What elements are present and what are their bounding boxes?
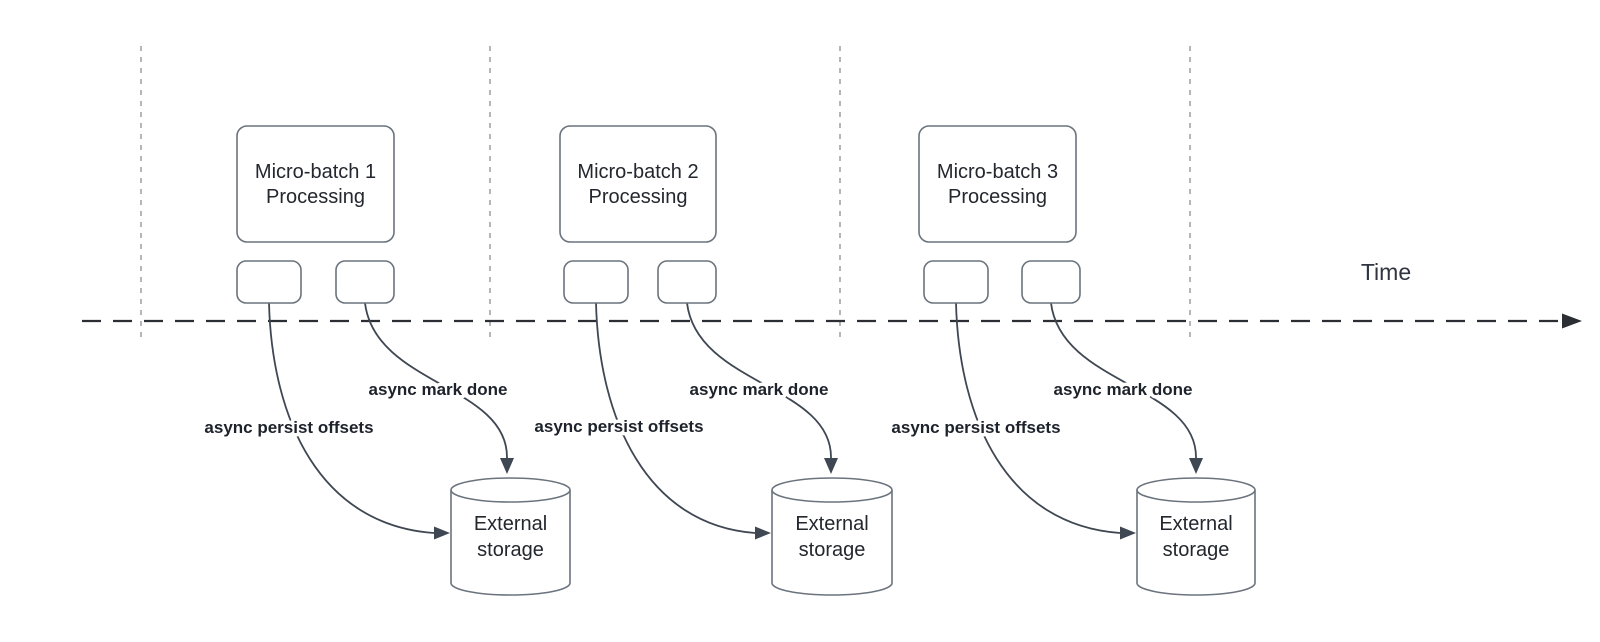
external-storage-cylinder-body xyxy=(450,490,571,596)
micro-batch-box-label-line2: Processing xyxy=(589,186,688,208)
time-axis-arrowhead-icon xyxy=(1562,313,1582,329)
mark-done-edge-label: async mark done xyxy=(369,380,508,399)
micro-batch-group-1: Micro-batch 1 Processing External storag… xyxy=(201,125,571,596)
micro-batch-box-label-line2: Processing xyxy=(948,186,1047,208)
mark-done-connector xyxy=(364,302,508,459)
external-storage-label-line1: External xyxy=(474,513,547,535)
arrowhead-icon xyxy=(1120,526,1136,540)
micro-batch-group-2: Micro-batch 2 Processing External storag… xyxy=(531,125,893,596)
arrowhead-icon xyxy=(500,458,514,474)
persist-offsets-edge-label: async persist offsets xyxy=(891,418,1060,437)
external-storage-label-line1: External xyxy=(795,513,868,535)
commit-task-box xyxy=(1021,260,1081,304)
persist-offsets-connector xyxy=(268,302,435,534)
micro-batch-box-label-line1: Micro-batch 2 xyxy=(577,161,698,183)
micro-batch-box xyxy=(236,125,395,243)
micro-batch-box-label-line1: Micro-batch 3 xyxy=(937,161,1058,183)
offset-task-box xyxy=(236,260,302,304)
external-storage-cylinder-body xyxy=(771,490,893,596)
persist-offsets-connector xyxy=(595,302,756,534)
mark-done-connector xyxy=(1050,302,1197,459)
external-storage-label-line1: External xyxy=(1159,513,1232,535)
commit-task-box xyxy=(335,260,395,304)
external-storage-cylinder-body xyxy=(1136,490,1256,596)
external-storage-label-line2: storage xyxy=(799,539,866,561)
offset-task-box xyxy=(923,260,989,304)
persist-offsets-edge-label: async persist offsets xyxy=(204,418,373,437)
external-storage-cylinder-top xyxy=(771,477,893,503)
arrowhead-icon xyxy=(1189,458,1203,474)
micro-batch-box-label-line2: Processing xyxy=(266,186,365,208)
mark-done-connector xyxy=(686,302,832,459)
micro-batch-box xyxy=(918,125,1077,243)
external-storage-label-line2: storage xyxy=(1163,539,1230,561)
external-storage-cylinder-top xyxy=(1136,477,1256,503)
persist-offsets-connector xyxy=(955,302,1121,534)
commit-task-box xyxy=(657,260,717,304)
arrowhead-icon xyxy=(434,526,450,540)
mark-done-edge-label: async mark done xyxy=(1054,380,1193,399)
external-storage-cylinder-top xyxy=(450,477,571,503)
micro-batch-box xyxy=(559,125,717,243)
time-axis-label: Time xyxy=(1361,259,1411,285)
external-storage-label-line2: storage xyxy=(477,539,544,561)
offset-task-box xyxy=(563,260,629,304)
arrowhead-icon xyxy=(824,458,838,474)
arrowhead-icon xyxy=(755,526,771,540)
persist-offsets-edge-label: async persist offsets xyxy=(534,417,703,436)
mark-done-edge-label: async mark done xyxy=(690,380,829,399)
micro-batch-box-label-line1: Micro-batch 1 xyxy=(255,161,376,183)
micro-batch-group-3: Micro-batch 3 Processing External storag… xyxy=(888,125,1256,596)
